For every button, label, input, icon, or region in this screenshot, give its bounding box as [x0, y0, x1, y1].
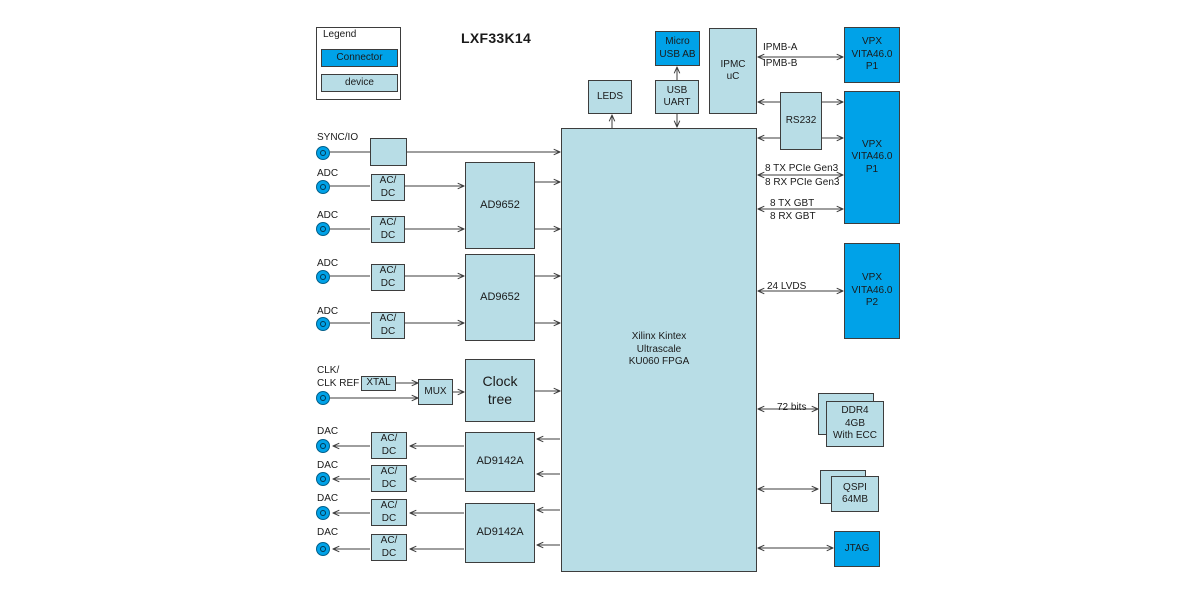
adc3-jack-icon: [316, 270, 330, 284]
sync-jack-icon: [316, 146, 330, 160]
adc2-jack-icon: [316, 222, 330, 236]
ipmc-block: IPMC uC: [709, 28, 757, 114]
dac4-label: DAC: [317, 527, 339, 538]
vpx-p1-main-connector: VPX VITA46.0 P1: [844, 91, 900, 224]
legend-title: Legend: [323, 29, 357, 40]
sync-buffer-block: [370, 138, 407, 166]
ipmb-b-label: IPMB-B: [763, 58, 798, 69]
adc1-jack-icon: [316, 180, 330, 194]
clk-jack-icon: [316, 391, 330, 405]
ipmb-a-label: IPMB-A: [763, 42, 798, 53]
adc1-label: ADC: [317, 168, 339, 179]
clk-label: CLK/ CLK REF: [317, 365, 360, 389]
ad9652-block-1: AD9652: [465, 162, 535, 249]
adc4-acdc-block: AC/ DC: [371, 312, 405, 339]
rs232-block: RS232: [780, 92, 822, 150]
adc4-jack-icon: [316, 317, 330, 331]
diagram-title: LXF33K14: [461, 30, 532, 46]
dac3-acdc-block: AC/ DC: [371, 499, 407, 526]
gbt-rx-label: 8 RX GBT: [770, 211, 816, 222]
clock-tree-block: Clock tree: [465, 359, 535, 422]
dac4-jack-icon: [316, 542, 330, 556]
ad9142a-block-2: AD9142A: [465, 503, 535, 563]
pcie-rx-label: 8 RX PCIe Gen3: [765, 177, 840, 188]
vpx-p1-top-connector: VPX VITA46.0 P1: [844, 27, 900, 83]
legend-connector-swatch: Connector: [321, 49, 398, 67]
leds-block: LEDS: [588, 80, 632, 114]
adc2-label: ADC: [317, 210, 339, 221]
vpx-p2-connector: VPX VITA46.0 P2: [844, 243, 900, 339]
ad9142a-block-1: AD9142A: [465, 432, 535, 492]
jtag-connector: JTAG: [834, 531, 880, 567]
ddr-bits-label: 72 bits: [777, 402, 807, 413]
xtal-block: XTAL: [361, 376, 396, 391]
dac3-label: DAC: [317, 493, 339, 504]
micro-usb-connector: Micro USB AB: [655, 31, 700, 66]
adc3-acdc-block: AC/ DC: [371, 264, 405, 291]
mux-block: MUX: [418, 379, 453, 405]
dac2-acdc-block: AC/ DC: [371, 465, 407, 492]
fpga-block: Xilinx Kintex Ultrascale KU060 FPGA: [561, 128, 757, 572]
adc2-acdc-block: AC/ DC: [371, 216, 405, 243]
adc3-label: ADC: [317, 258, 339, 269]
dac1-jack-icon: [316, 439, 330, 453]
dac4-acdc-block: AC/ DC: [371, 534, 407, 561]
ddr4-block: DDR4 4GB With ECC: [826, 401, 884, 447]
dac3-jack-icon: [316, 506, 330, 520]
ad9652-block-2: AD9652: [465, 254, 535, 341]
adc4-label: ADC: [317, 306, 339, 317]
legend: Legend Connector device: [316, 27, 401, 100]
pcie-tx-label: 8 TX PCIe Gen3: [765, 163, 839, 174]
usb-uart-block: USB UART: [655, 80, 699, 114]
sync-io-label: SYNC/IO: [317, 132, 359, 143]
gbt-tx-label: 8 TX GBT: [770, 198, 815, 209]
qspi-block: QSPI 64MB: [831, 476, 879, 512]
dac1-label: DAC: [317, 426, 339, 437]
legend-device-swatch: device: [321, 74, 398, 92]
dac2-label: DAC: [317, 460, 339, 471]
lvds-label: 24 LVDS: [767, 281, 807, 292]
adc1-acdc-block: AC/ DC: [371, 174, 405, 201]
dac2-jack-icon: [316, 472, 330, 486]
dac1-acdc-block: AC/ DC: [371, 432, 407, 459]
